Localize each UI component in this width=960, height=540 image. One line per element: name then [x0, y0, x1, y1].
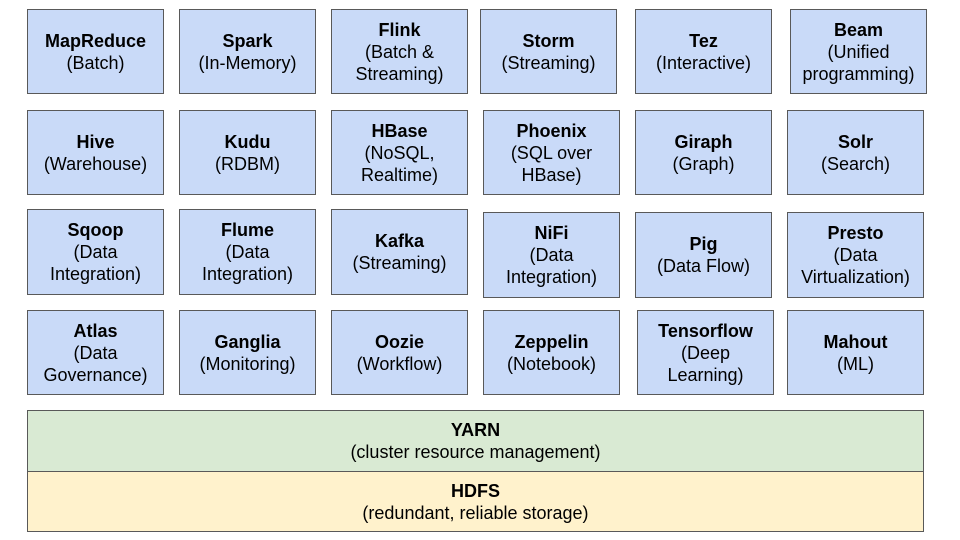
component-description: (Data	[225, 242, 270, 262]
component-description: HBase)	[521, 164, 582, 185]
component-description: Streaming)	[355, 63, 444, 84]
component-name: Storm	[522, 30, 575, 51]
component-name: Atlas	[73, 320, 118, 341]
component-description: (Data	[73, 242, 118, 262]
component-ganglia: Ganglia(Monitoring)	[179, 310, 316, 395]
component-description: (Search)	[820, 153, 891, 174]
component-description: (Monitoring)	[199, 353, 296, 374]
component-description: Realtime)	[360, 164, 439, 185]
component-name: Solr	[837, 131, 873, 152]
component-name: Kudu	[224, 131, 271, 152]
yarn-layer: YARN (cluster resource management)	[27, 410, 924, 472]
component-description: (Graph)	[672, 153, 735, 174]
component-description: (NoSQL,	[364, 142, 435, 163]
component-description: Integration)	[201, 264, 294, 284]
component-oozie: Oozie(Workflow)	[331, 310, 468, 395]
component-description: (Data	[73, 342, 118, 363]
component-mapreduce: MapReduce(Batch)	[27, 9, 164, 94]
component-solr: Solr(Search)	[787, 110, 924, 195]
component-description: (Streaming)	[501, 52, 596, 73]
component-description: Integration)	[505, 267, 598, 287]
component-name: Zeppelin	[514, 331, 589, 352]
hdfs-layer: HDFS (redundant, reliable storage)	[27, 471, 924, 532]
component-tez: Tez(Interactive)	[635, 9, 772, 94]
component-hive: Hive(Warehouse)	[27, 110, 164, 195]
component-name: Pig	[689, 234, 718, 254]
component-spark: Spark(In-Memory)	[179, 9, 316, 94]
component-description: Virtualization)	[801, 267, 910, 287]
component-description: (Unified	[827, 41, 890, 62]
component-giraph: Giraph(Graph)	[635, 110, 772, 195]
component-description: Integration)	[49, 264, 142, 284]
component-description: (Batch)	[66, 52, 125, 73]
component-description: (RDBM)	[215, 153, 280, 174]
component-name: Beam	[833, 19, 884, 40]
component-flink: Flink(Batch &Streaming)	[331, 9, 468, 94]
component-name: HBase	[371, 120, 428, 141]
hdfs-description: (redundant, reliable storage)	[362, 502, 589, 523]
component-kudu: Kudu(RDBM)	[179, 110, 316, 195]
component-description: (Deep	[680, 342, 731, 363]
yarn-name: YARN	[450, 420, 501, 440]
component-description: (ML)	[837, 353, 874, 374]
component-kafka: Kafka(Streaming)	[331, 209, 468, 295]
component-description: (SQL over	[510, 142, 593, 163]
component-description: (Notebook)	[506, 353, 597, 374]
component-name: Spark	[222, 30, 273, 51]
component-name: Mahout	[823, 331, 888, 352]
component-description: (Data Flow)	[656, 256, 750, 276]
component-name: Tez	[689, 30, 718, 51]
component-name: MapReduce	[44, 30, 147, 51]
component-name: NiFi	[534, 223, 569, 243]
component-description: (Interactive)	[655, 52, 752, 73]
component-description: (Data	[529, 245, 574, 265]
component-description: (Batch &	[364, 41, 435, 62]
component-description: Governance)	[43, 364, 148, 385]
component-description: (Workflow)	[356, 353, 443, 374]
component-description: (In-Memory)	[198, 52, 297, 73]
component-name: Presto	[827, 223, 884, 243]
component-hbase: HBase(NoSQL,Realtime)	[331, 110, 468, 195]
component-name: Oozie	[374, 331, 424, 352]
component-name: Flume	[220, 220, 274, 240]
component-description: programming)	[802, 63, 915, 84]
component-name: Tensorflow	[658, 320, 753, 341]
component-name: Giraph	[674, 131, 733, 152]
component-name: Phoenix	[516, 120, 587, 141]
component-pig: Pig(Data Flow)	[635, 212, 772, 298]
component-description: (Data	[833, 245, 878, 265]
component-description: (Warehouse)	[43, 153, 148, 174]
component-name: Ganglia	[214, 331, 281, 352]
component-mahout: Mahout(ML)	[787, 310, 924, 395]
component-name: Hive	[76, 131, 115, 152]
component-name: Flink	[378, 19, 421, 40]
component-storm: Storm(Streaming)	[480, 9, 617, 94]
component-zeppelin: Zeppelin(Notebook)	[483, 310, 620, 395]
hdfs-name: HDFS	[451, 480, 500, 501]
component-name: Sqoop	[67, 220, 124, 240]
component-description: Learning)	[667, 364, 744, 385]
component-description: (Streaming)	[352, 253, 447, 273]
yarn-description: (cluster resource management)	[350, 442, 601, 462]
component-name: Kafka	[374, 231, 425, 251]
